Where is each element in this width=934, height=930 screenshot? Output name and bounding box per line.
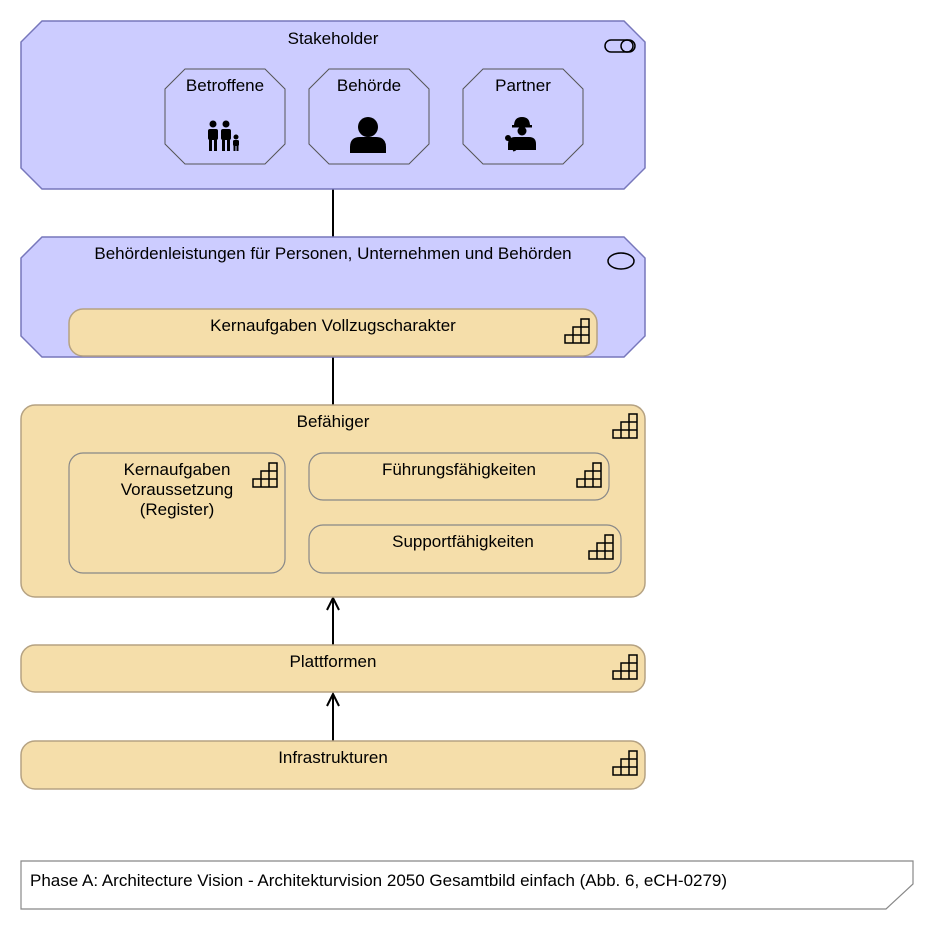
infrastructure-label: Infrastrukturen xyxy=(278,748,388,767)
leadership-box[interactable] xyxy=(308,452,610,501)
actor-box-partner[interactable] xyxy=(462,68,584,165)
toggle-icon xyxy=(604,39,636,53)
support-label: Supportfähigkeiten xyxy=(392,532,534,551)
actor-label-betroffene: Betroffene xyxy=(185,76,265,95)
services-title: Behördenleistungen für Personen, Unterne… xyxy=(94,244,572,263)
caption: Phase A: Architecture Vision - Architekt… xyxy=(30,871,728,890)
infrastructure-box[interactable] xyxy=(20,740,646,790)
arrowhead-enablers xyxy=(326,595,340,611)
stakeholder-title: Stakeholder xyxy=(287,29,379,48)
prereq-label: Kernaufgaben Voraussetzung (Register) xyxy=(120,460,234,519)
actor-label-partner: Partner xyxy=(495,76,551,95)
leadership-label: Führungsfähigkeiten xyxy=(381,460,537,479)
actor-box-betroffene[interactable] xyxy=(164,68,286,165)
family-icon xyxy=(208,120,239,151)
service-icon xyxy=(607,252,635,270)
enablers-title: Befähiger xyxy=(296,412,370,431)
prereq-box[interactable] xyxy=(68,452,286,574)
support-box[interactable] xyxy=(308,524,622,574)
core-task-box[interactable] xyxy=(68,308,598,357)
person-icon xyxy=(350,117,386,153)
actor-box-behoerde[interactable] xyxy=(308,68,430,165)
actor-label-behoerde: Behörde xyxy=(336,76,402,95)
arrowhead-platforms xyxy=(326,691,340,707)
platforms-box[interactable] xyxy=(20,644,646,693)
core-task-label: Kernaufgaben Vollzugscharakter xyxy=(210,316,456,335)
platforms-label: Plattformen xyxy=(289,652,377,671)
caption-box xyxy=(20,860,914,910)
worker-icon xyxy=(505,117,536,152)
